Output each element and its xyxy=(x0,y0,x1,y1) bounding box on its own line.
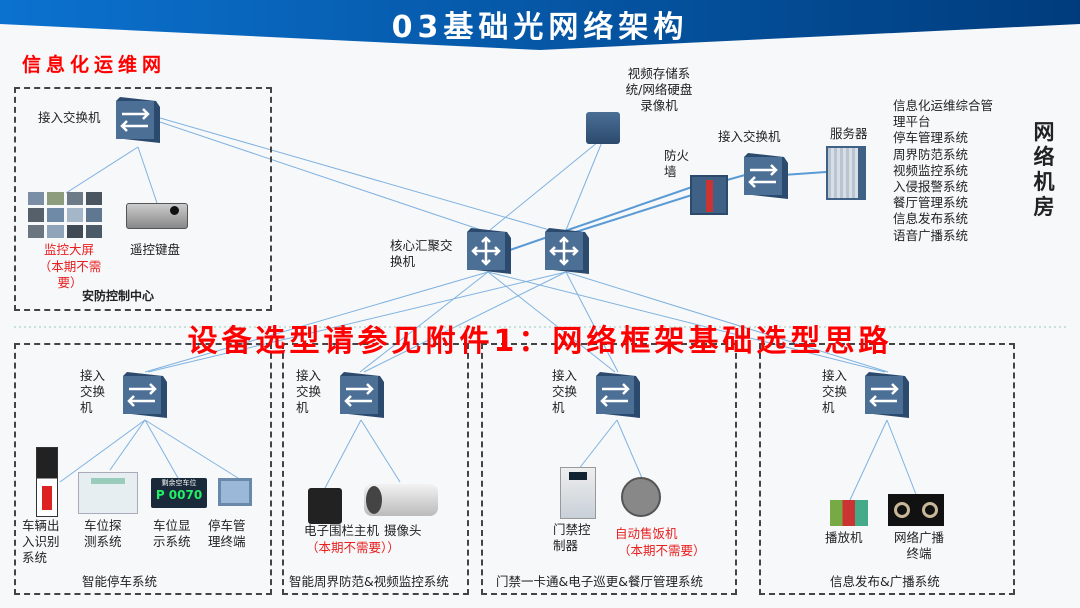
device-label: 停车管理终端 xyxy=(208,518,246,549)
subsystem-box-broadcast xyxy=(759,343,1015,595)
section-title: 信息化运维网 xyxy=(22,54,167,76)
security-center-box xyxy=(14,87,272,311)
subsystem-title: 信息发布&广播系统 xyxy=(830,574,940,589)
subsystem-title: 门禁一卡通&电子巡更&餐厅管理系统 xyxy=(496,574,703,589)
system-item: 语音广播系统 xyxy=(893,227,969,243)
monitor-wall-label: 监控大屏 xyxy=(44,242,95,257)
speaker-icon xyxy=(888,494,944,526)
access-switch-icon xyxy=(865,372,909,418)
access-switch-icon xyxy=(596,372,640,418)
link xyxy=(489,141,599,231)
access-switch-icon xyxy=(744,153,788,199)
subsystem-box-access xyxy=(481,343,737,595)
nvr-icon xyxy=(586,112,620,144)
subsystem-box-perimeter xyxy=(282,343,469,595)
switch-label: 接入交换机 xyxy=(80,368,106,415)
core-switch-icon xyxy=(467,228,511,274)
switch-label: 接入交换机 xyxy=(552,368,578,415)
device-label: 车位探测系统 xyxy=(84,518,122,549)
device-note: （本期不需要） xyxy=(618,543,706,558)
display-value: P 0070 xyxy=(155,488,203,502)
device-label: 播放机 xyxy=(825,530,863,545)
terminal-icon xyxy=(218,478,252,506)
monitor-wall-note: （本期不需要） xyxy=(38,259,102,290)
access-switch-icon xyxy=(123,372,167,418)
selection-note-banner: 设备选型请参见附件1：网络框架基础选型思路 xyxy=(187,324,893,359)
device-label: 车辆出入识别系统 xyxy=(22,518,60,565)
device-label: 电子围栏主机 xyxy=(304,523,380,538)
core-switch-icon xyxy=(545,228,589,274)
subsystem-title: 智能停车系统 xyxy=(82,574,158,589)
fence-host-icon xyxy=(308,488,342,524)
camera-icon xyxy=(364,484,438,516)
server-label: 服务器 xyxy=(830,126,868,141)
network-room-title: 网络机房 xyxy=(1033,120,1055,219)
device-label: 自动售饭机 xyxy=(615,526,678,541)
core-switch-label: 核心汇聚交换机 xyxy=(390,238,453,269)
monitor-wall-icon xyxy=(28,192,102,238)
player-icon xyxy=(830,500,868,526)
switch-label: 接入交换机 xyxy=(38,110,101,125)
switch-label: 接入交换机 xyxy=(296,368,322,415)
link xyxy=(565,141,603,231)
device-label: 网络广播终端 xyxy=(893,530,944,561)
system-item: 视频监控系统 xyxy=(893,162,969,178)
page-title: 03基础光网络架构 xyxy=(391,10,689,45)
device-label: 车位显示系统 xyxy=(153,518,191,549)
system-item: 停车管理系统 xyxy=(893,130,969,146)
control-keyboard-icon xyxy=(126,203,188,229)
link xyxy=(159,121,491,234)
display-header: 剩余空车位 xyxy=(161,479,197,487)
system-item: 信息发布系统 xyxy=(893,211,969,227)
security-center-title: 安防控制中心 xyxy=(82,289,155,303)
system-item: 周界防范系统 xyxy=(893,146,969,162)
switch-label: 接入交换机 xyxy=(718,129,781,144)
device-note: （本期不需要）） xyxy=(306,540,400,555)
system-list: 信息化运维综合管理平台 停车管理系统 周界防范系统 视频监控系统 入侵报警系统 … xyxy=(893,98,993,244)
header-banner xyxy=(0,0,1080,50)
firewall-icon xyxy=(690,175,728,215)
switch-label: 接入交换机 xyxy=(822,368,848,415)
link xyxy=(159,117,561,234)
access-controller-icon xyxy=(560,467,596,519)
firewall-label: 防火墙 xyxy=(664,148,690,179)
gate-recognition-icon xyxy=(36,447,58,517)
subsystem-box-parking xyxy=(14,343,272,595)
device-label: 摄像头 xyxy=(384,523,422,538)
meal-machine-icon xyxy=(621,477,661,517)
access-switch-icon xyxy=(340,372,384,418)
subsystem-title: 智能周界防范&视频监控系统 xyxy=(289,574,449,589)
space-detector-icon xyxy=(78,472,138,514)
system-item: 餐厅管理系统 xyxy=(893,195,969,211)
device-label: 门禁控制器 xyxy=(553,522,591,553)
access-switch-icon xyxy=(116,97,160,143)
system-item: 入侵报警系统 xyxy=(893,179,969,195)
nvr-label: 视频存储系统/网络硬盘录像机 xyxy=(625,66,693,113)
keyboard-label: 遥控键盘 xyxy=(130,242,181,257)
core-to-access-links xyxy=(144,271,889,373)
system-item: 信息化运维综合管理平台 xyxy=(893,98,994,130)
server-icon xyxy=(826,146,866,200)
